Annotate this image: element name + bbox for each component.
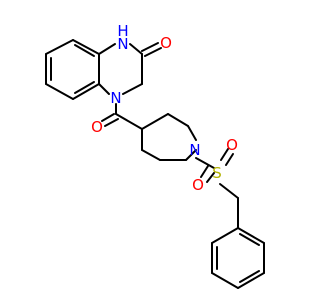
bond (219, 183, 239, 199)
bond (72, 83, 100, 100)
bond (72, 39, 100, 55)
phenyl-ring (211, 197, 265, 289)
bond (195, 157, 215, 169)
benzo-ring (45, 39, 100, 100)
molecule-structure-diagram: H N O N O N S O O (45, 22, 265, 289)
bond (141, 149, 161, 161)
bond (45, 39, 74, 55)
atom-label-n-amide: N (117, 35, 128, 53)
bond (237, 227, 265, 244)
sulfonyl-group (195, 148, 239, 199)
atom-label-o-sulfonyl-top: O (226, 136, 238, 154)
atom-label-n-piperidine: N (189, 141, 200, 159)
bond (185, 149, 197, 161)
bond (98, 43, 116, 55)
bond (187, 125, 197, 141)
bond (211, 272, 239, 289)
double-bond-inner (239, 233, 260, 246)
atom-label-n-ring: N (110, 89, 121, 107)
bond (122, 83, 143, 95)
amide-linker (101, 103, 143, 130)
atom-label-s: S (212, 164, 222, 182)
atom-label-o-sulfonyl-bottom: O (192, 176, 204, 194)
bond (115, 113, 143, 130)
amide-carbonyl-bond (104, 118, 119, 127)
double-bond-inner (239, 270, 260, 283)
double-bond-inner (74, 81, 95, 94)
bond (98, 83, 110, 95)
sulfonyl-o-bond (206, 172, 215, 183)
bond (167, 113, 189, 127)
piperidine-ring (141, 113, 197, 161)
sulfonyl-o-bond (225, 153, 234, 166)
double-bond-inner (74, 44, 95, 57)
lactam-carbonyl-bond (144, 47, 162, 57)
bond (45, 83, 74, 100)
bond (141, 113, 169, 130)
bond (237, 272, 265, 289)
bond (129, 43, 143, 55)
lactam-ring (98, 42, 162, 95)
lactam-carbonyl-bond (141, 42, 159, 52)
atom-label-o-carbonyl: O (91, 118, 103, 136)
amide-carbonyl-bond (101, 113, 115, 122)
bond (211, 227, 239, 244)
atom-label-o-lactam: O (160, 34, 172, 52)
atom-label-h: H (117, 22, 128, 40)
sulfonyl-o-bond (220, 148, 229, 161)
sulfonyl-o-bond (200, 165, 209, 178)
atom-labels: H N O N O N S O O (91, 22, 238, 194)
